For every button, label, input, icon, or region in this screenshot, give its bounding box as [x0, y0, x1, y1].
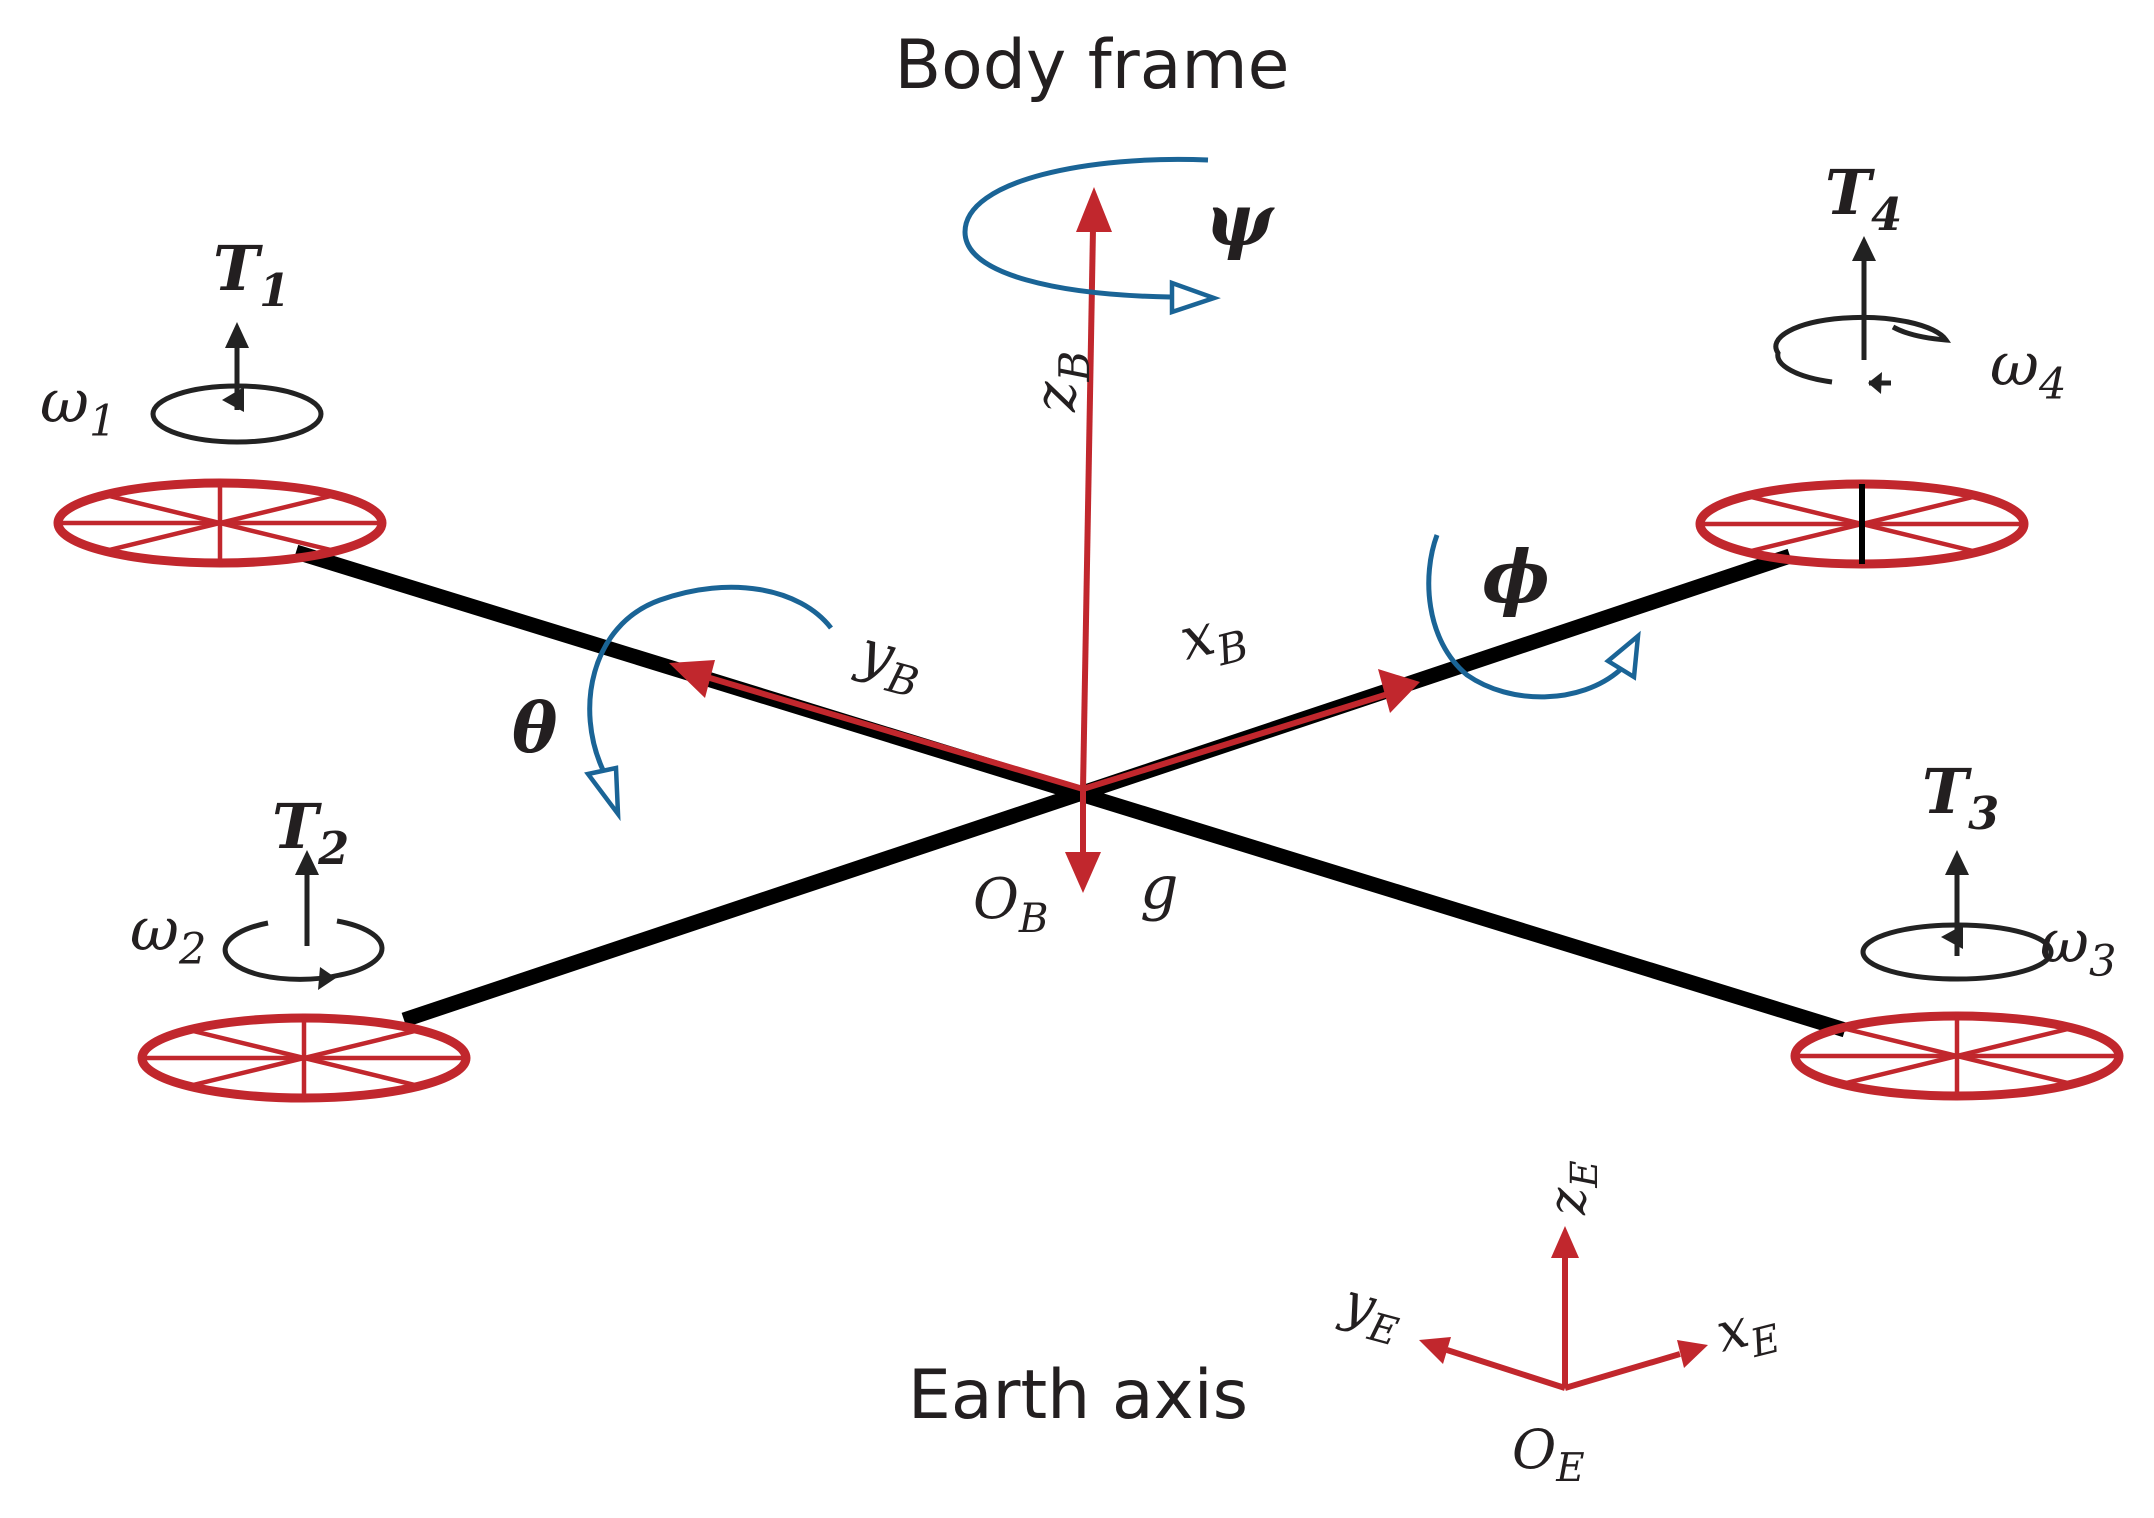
roll-label: ϕ — [1482, 534, 1550, 619]
thrust-4-label: T4 — [1825, 156, 1902, 241]
x-earth-axis — [1564, 1351, 1681, 1391]
speed-3-label: ω3 — [2040, 907, 2116, 987]
thrust-2-label: T2 — [272, 790, 349, 875]
rotor-2-spin-arrow — [222, 918, 385, 982]
rotor-1-thrust-spin — [150, 322, 324, 445]
rotor-4-thrust-spin — [1773, 236, 1952, 394]
speed-1-label: ω1 — [40, 367, 116, 447]
x-earth-arrowhead — [1677, 1340, 1708, 1368]
pitch-rotation — [584, 584, 833, 822]
rotor-3-thrust-spin — [1860, 850, 2054, 982]
roll-rotation-arrow — [1426, 534, 1622, 700]
z-earth-arrowhead — [1551, 1226, 1579, 1258]
z-body-label: zB — [1021, 351, 1099, 413]
thrust-1-label: T1 — [213, 232, 290, 317]
z-body-axis — [1080, 227, 1096, 790]
rotor-4 — [1695, 479, 2029, 569]
y-body-arrowhead — [669, 660, 715, 698]
rotor-2-thrust-spin — [222, 850, 385, 990]
rotor-1-spin-arrow — [150, 383, 324, 445]
pitch-label: θ — [512, 689, 558, 769]
x-body-label: xB — [1173, 592, 1253, 683]
speed-2-label: ω2 — [130, 895, 206, 975]
roll-rotation-arrowhead — [1604, 630, 1641, 681]
arm-rotor-2-to-4 — [401, 548, 1793, 1028]
y-body-label: yB — [847, 615, 931, 708]
pitch-rotation-arrowhead — [584, 765, 621, 822]
yaw-rotation-arrowhead — [1169, 279, 1221, 316]
origin-earth-label: OE — [1512, 1418, 1585, 1491]
y-earth-label: yE — [1332, 1269, 1410, 1355]
y-body-axis — [699, 672, 1084, 792]
rotor-4-spin-arrow — [1773, 314, 1952, 385]
y-earth-axis — [1446, 1347, 1566, 1391]
rotor-1 — [53, 478, 387, 568]
thrust-3-label: T3 — [1922, 755, 1999, 840]
rotor-3-spin-arrow — [1860, 922, 2054, 982]
y-earth-arrowhead — [1419, 1337, 1451, 1364]
frame-arms — [293, 544, 1848, 1038]
body-axes — [669, 187, 1420, 893]
body-frame-title: Body frame — [895, 26, 1290, 105]
z-earth-label: zE — [1538, 1160, 1606, 1216]
earth-axis-title: Earth axis — [908, 1356, 1248, 1435]
roll-rotation — [1426, 534, 1641, 700]
speed-4-label: ω4 — [1990, 330, 2066, 410]
rotor-2 — [137, 1013, 471, 1103]
yaw-rotation — [962, 156, 1221, 316]
rotor-3 — [1790, 1011, 2124, 1101]
yaw-rotation-arrow — [962, 156, 1209, 300]
origin-body-label: OB — [973, 867, 1049, 942]
earth-axes — [1419, 1226, 1708, 1391]
x-earth-label: xE — [1710, 1289, 1785, 1374]
x-body-arrowhead — [1378, 669, 1420, 713]
gravity-label: g — [1140, 853, 1178, 923]
gravity-arrowhead — [1065, 852, 1101, 893]
z-body-arrowhead — [1076, 187, 1112, 232]
x-body-axis — [1082, 691, 1389, 792]
yaw-label: ψ — [1205, 177, 1275, 262]
pitch-rotation-arrow — [587, 584, 833, 772]
